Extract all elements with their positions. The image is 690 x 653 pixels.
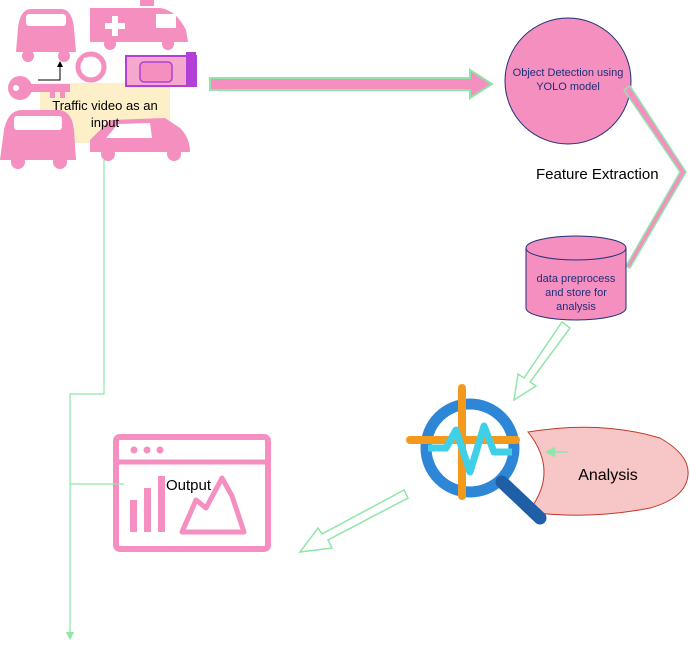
car-icon <box>90 118 190 161</box>
object-detection-node: Object Detection using YOLO model <box>504 17 632 145</box>
output-connector-lines <box>65 160 124 641</box>
connector-arrow <box>38 61 63 81</box>
input-label-line-1: Traffic video as an <box>52 98 158 113</box>
car-icon <box>16 9 76 62</box>
sync-icon-detail <box>83 57 99 77</box>
output-dashboard-icon: Output <box>113 434 271 552</box>
output-label: Output <box>166 477 212 494</box>
feature-extraction-label: Feature Extraction <box>536 166 659 183</box>
preprocess-label-line-3: analysis <box>556 301 596 313</box>
preprocess-label-line-1: data preprocess <box>537 273 616 285</box>
car-icon <box>0 110 76 169</box>
preprocess-database-node: data preprocess and store for analysis <box>525 235 627 321</box>
preprocess-label-line-2: and store for <box>545 287 607 299</box>
magnifier-analysis-icon <box>406 384 547 525</box>
camera-icon <box>125 52 197 87</box>
key-icon <box>8 76 70 100</box>
analysis-callout: Analysis <box>527 426 689 516</box>
ambulance-icon <box>90 0 188 50</box>
flow-arrow-to-detection <box>209 68 494 100</box>
analysis-label: Analysis <box>578 467 638 484</box>
detection-label-line-1: Object Detection using <box>513 67 624 79</box>
input-label-line-2: input <box>91 115 120 130</box>
sync-icon <box>75 51 107 83</box>
detection-label-line-2: YOLO model <box>536 81 600 93</box>
traffic-input-cluster: Traffic video as an input <box>0 0 197 169</box>
flow-arrow-to-output <box>298 488 409 553</box>
flow-arrow-to-analysis <box>513 320 572 402</box>
